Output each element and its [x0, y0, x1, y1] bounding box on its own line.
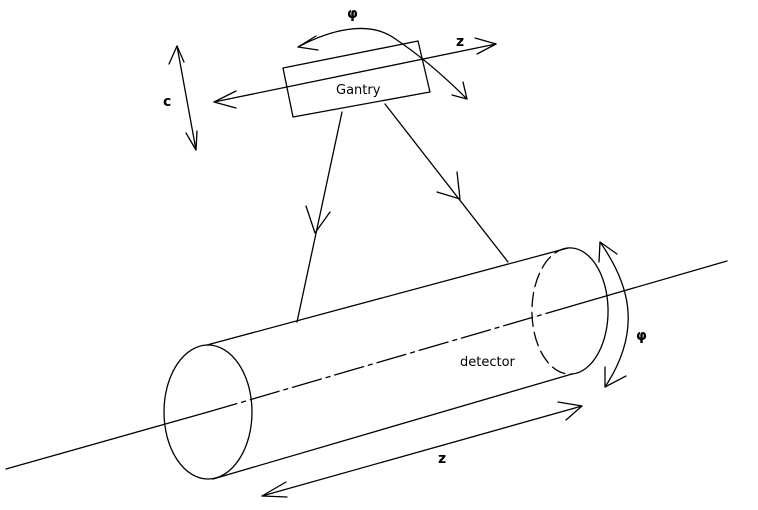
- gantry-group: Gantry z φ c: [163, 6, 497, 151]
- detector-axis-left: [5, 411, 209, 470]
- cylinder-back-cap-hidden: [531, 247, 573, 375]
- gantry-c-arrowhead-bottom: [185, 130, 198, 151]
- gantry-box: [282, 40, 431, 118]
- ray-right-arrowhead: [436, 171, 461, 200]
- gantry-phi-label: φ: [347, 6, 358, 22]
- gantry-label: Gantry: [336, 83, 381, 98]
- detector-phi-arrowhead-bottom: [604, 366, 627, 388]
- detector-axis-right: [574, 260, 728, 306]
- gantry-phi-arrowhead-left: [297, 35, 319, 51]
- gantry-c-arrowhead-top: [168, 45, 185, 65]
- cylinder-back-cap-visible: [567, 247, 609, 375]
- detector-z-label: z: [438, 451, 446, 467]
- detector-group: detector φ z: [5, 241, 728, 498]
- rays-group: [296, 103, 509, 323]
- gantry-z-label: z: [456, 34, 464, 50]
- detector-label: detector: [460, 355, 516, 370]
- cylinder-bottom-edge: [212, 373, 573, 480]
- gantry-phi-arc: [297, 27, 468, 100]
- cylinder-top-edge: [206, 247, 569, 346]
- ray-left: [296, 111, 343, 323]
- detector-z-arrowhead-left: [261, 481, 288, 498]
- detector-z-axis: [261, 405, 583, 497]
- ray-right: [384, 103, 509, 263]
- ray-left-arrowhead: [305, 205, 331, 234]
- detector-phi-arrowhead-top: [598, 241, 618, 263]
- gantry-c-label: c: [163, 94, 171, 110]
- gantry-c-axis: [176, 45, 197, 151]
- gantry-z-arrowhead-left: [213, 90, 237, 109]
- gantry-z-axis: [213, 43, 497, 103]
- detector-z-arrowhead-right: [557, 401, 583, 421]
- detector-phi-arc: [599, 241, 629, 388]
- detector-axis-inside: [207, 304, 576, 413]
- cylinder-front-cap: [163, 344, 253, 480]
- detector-phi-label: φ: [636, 328, 647, 344]
- gantry-phi-arrowhead-right: [451, 81, 468, 100]
- gantry-z-arrowhead-right: [474, 37, 497, 55]
